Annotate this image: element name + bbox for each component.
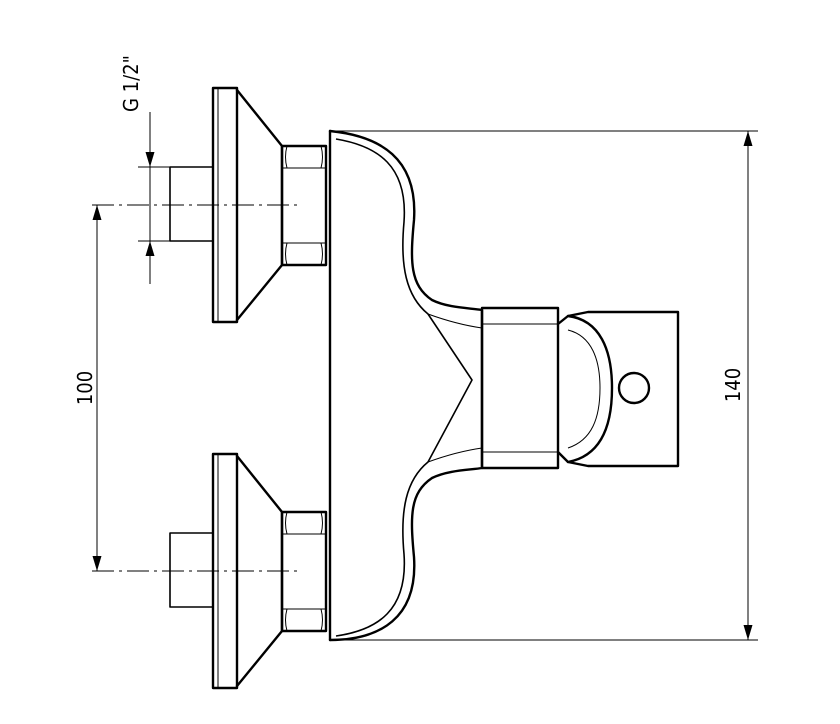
lever-hole [617,371,651,405]
bottom-hex-nut [280,510,328,633]
dimension-length: 140 [336,130,758,641]
housing-block [480,306,560,470]
handle-dome [556,314,614,464]
bottom-pipe-stub [169,532,214,608]
dimension-spacing: 100 [73,205,102,571]
mixer-body [328,129,484,642]
top-hex-nut [280,144,328,267]
body-outer-contour [328,129,484,642]
lever-body [566,310,680,468]
lever-handle [556,310,680,468]
cartridge-housing [480,306,560,470]
body-inner-contour [335,138,473,637]
top-pipe-stub [169,166,214,242]
spacing-label: 100 [73,371,97,405]
dimension-thread: G 1/2" [119,55,172,284]
length-label: 140 [721,368,745,402]
thread-size-label: G 1/2" [119,55,143,112]
